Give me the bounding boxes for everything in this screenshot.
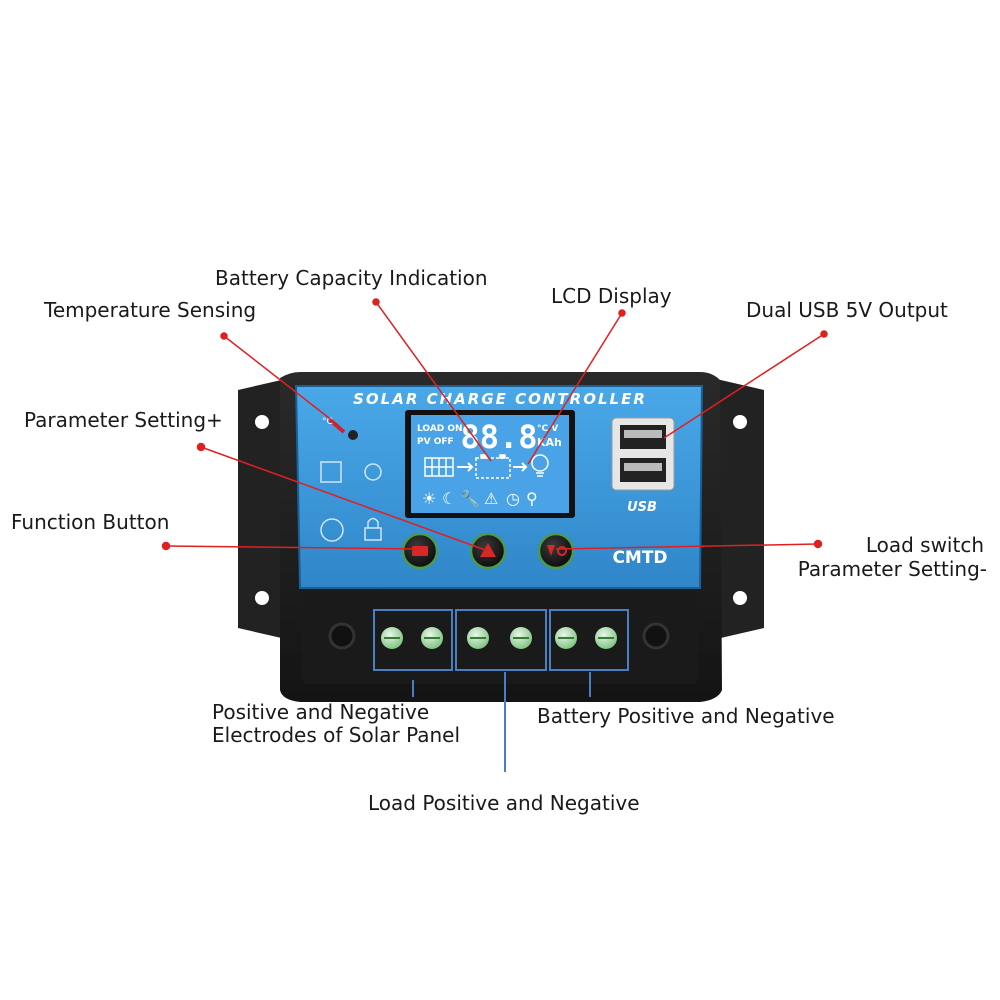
- lcd-pv-off: PV OFF: [417, 437, 454, 447]
- terminal-block: [302, 592, 698, 684]
- lcd-unit-top: °C V: [537, 424, 558, 434]
- lcd-display-label: LCD Display: [551, 284, 672, 308]
- lcd-bulb-icon: [531, 454, 549, 477]
- lcd-display: LOAD ON PV OFF 88.8 °C V KAh ☀ ☾ 🔧 ⚠ ◷: [405, 410, 575, 518]
- solar-terminal-bracket: [373, 609, 453, 671]
- solar-terminals-label-line1: Positive and Negative: [212, 700, 430, 724]
- load-switch-label: Load switch: [865, 533, 984, 557]
- temperature-leader: [223, 335, 339, 426]
- load-switch-leader: [555, 543, 819, 550]
- warning-icon: ⚠: [484, 489, 498, 508]
- sun-icon: ☀: [422, 489, 436, 508]
- lcd-load-on: LOAD ON: [417, 424, 463, 434]
- lcd-arrow2-icon: [513, 462, 528, 472]
- parameter-minus-label: Parameter Setting-: [797, 557, 987, 581]
- battery-terminal-bracket: [549, 609, 629, 671]
- moon-icon: ☾: [442, 489, 456, 508]
- usb-ports[interactable]: [611, 417, 675, 491]
- temperature-sensing-label: Temperature Sensing: [44, 298, 257, 322]
- function-button[interactable]: [401, 532, 439, 570]
- dual-usb-label: Dual USB 5V Output: [746, 298, 948, 322]
- callout-lines: [161, 298, 828, 552]
- lcd-arrow-icon: [457, 462, 474, 472]
- battery-capacity-leader: [375, 301, 492, 462]
- lcd-digits: 88.8: [460, 418, 537, 456]
- lock-icon: [364, 527, 382, 541]
- terminal-leaders: [412, 672, 591, 772]
- temperature-sensor: °C: [322, 417, 358, 440]
- battery-capacity-label: Battery Capacity Indication: [215, 266, 488, 290]
- lcd-battery-icon: [475, 454, 511, 479]
- parameter-plus-leader: [200, 446, 489, 552]
- terminal-brackets: [373, 609, 629, 671]
- gear-icon: [364, 463, 382, 481]
- function-button-leader: [165, 545, 421, 550]
- clock-icon: ◷: [506, 489, 520, 508]
- solar-terminals-label-line2: Electrodes of Solar Panel: [212, 723, 461, 747]
- load-terminals-label: Load Positive and Negative: [368, 791, 640, 815]
- lamp-icon: ⚲: [526, 489, 538, 508]
- mount-flange-right: [712, 378, 764, 640]
- battery-terminals-label: Battery Positive and Negative: [537, 704, 835, 728]
- terminal-screws: [381, 627, 617, 649]
- wrench-icon: 🔧: [460, 489, 480, 508]
- mount-flange-left: [238, 378, 290, 640]
- parameter-plus-label: Parameter Setting+: [24, 408, 223, 432]
- panel-title: SOLAR CHARGE CONTROLLER: [353, 390, 647, 408]
- load-terminal-bracket: [455, 609, 547, 671]
- timer-icon: [320, 518, 344, 542]
- svg-text:°C: °C: [322, 417, 333, 427]
- function-button-label: Function Button: [11, 510, 170, 534]
- load-switch-button[interactable]: [537, 532, 575, 570]
- lcd-status-icons: ☀ ☾ 🔧 ⚠ ◷ ⚲: [422, 489, 538, 508]
- side-icon-grid: [320, 461, 382, 542]
- lcd-solar-icon: [424, 457, 454, 477]
- usb-leader: [663, 333, 825, 439]
- lcd-display-leader: [527, 312, 623, 465]
- brand-label: CMTD: [612, 548, 667, 568]
- usb-label: USB: [627, 500, 657, 515]
- setting-square-icon: [320, 461, 342, 483]
